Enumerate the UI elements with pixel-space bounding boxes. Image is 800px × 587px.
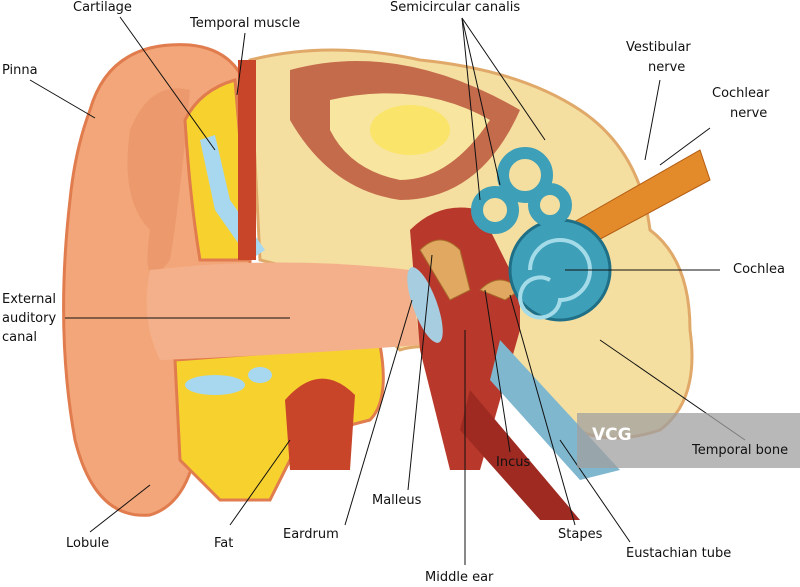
watermark-band [577, 413, 800, 468]
label-eustachian-tube: Eustachian tube [626, 546, 732, 561]
label-middle-ear: Middle ear [425, 570, 494, 585]
label-eac-3: canal [2, 330, 37, 345]
malleus-incus-shape [419, 239, 471, 301]
label-eac-1: External [2, 292, 56, 307]
label-cartilage: Cartilage [73, 0, 132, 15]
label-temporal-muscle: Temporal muscle [190, 16, 301, 31]
muscle-lower [285, 378, 355, 470]
label-cochlear-nerve-2: nerve [730, 106, 768, 121]
label-fat: Fat [214, 536, 234, 551]
label-eac-2: auditory [2, 311, 57, 326]
label-vestibular-nerve-2: nerve [648, 60, 686, 75]
temporal-muscle-shape [238, 60, 256, 260]
watermark-logo: VCG [592, 425, 632, 445]
leader-lines [29, 16, 746, 565]
brain-highlight [370, 105, 450, 155]
eustachian-tube-wall [460, 390, 580, 520]
label-temporal-bone: Temporal bone [692, 443, 789, 458]
pinna-shading [127, 88, 190, 275]
label-stapes: Stapes [558, 527, 603, 542]
label-incus: Incus [496, 455, 531, 470]
label-cochlear-nerve-1: Cochlear [712, 86, 770, 101]
cochlea-spiral [518, 238, 592, 320]
label-pinna: Pinna [2, 63, 38, 78]
label-cochlea: Cochlea [733, 262, 785, 277]
label-semicircular-canalis: Semicircular canalis [390, 0, 521, 15]
semicircular-canals-shape [471, 147, 572, 234]
ear-canal [146, 262, 420, 360]
label-malleus: Malleus [372, 493, 422, 508]
cartilage-lower-2 [248, 367, 272, 383]
eardrum-shape [407, 267, 443, 343]
label-lobule: Lobule [66, 536, 110, 551]
label-vestibular-nerve-1: Vestibular [626, 40, 691, 55]
label-eardrum: Eardrum [283, 527, 339, 542]
cartilage-lower-1 [185, 375, 245, 395]
